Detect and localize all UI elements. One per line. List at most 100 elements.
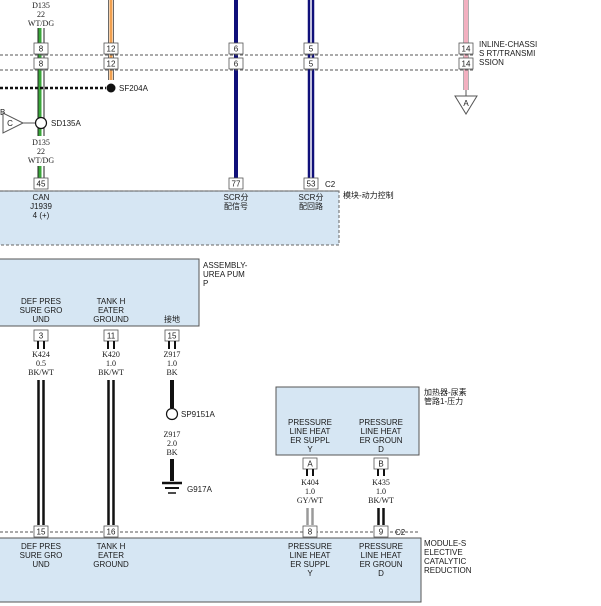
urea-pump-label-1: ASSEMBLY- [203, 261, 248, 270]
heater-pinA-label-2: LINE HEAT [290, 427, 331, 436]
inline-pin-8: 8 8 [33, 42, 49, 70]
pump-pin3-label-3: UND [32, 315, 50, 324]
pcm-connector-c2: C2 [325, 180, 336, 189]
scr-label-2: ELECTIVE [424, 548, 463, 557]
heater-pin-b: B [373, 457, 389, 470]
heater-pinB-label-2: LINE HEAT [361, 427, 402, 436]
pump-pin11-label-1: TANK H [97, 297, 126, 306]
wire-k435-gauge: 1.0 [376, 487, 386, 496]
heater-pinB-label-1: PRESSURE [359, 418, 403, 427]
svg-text:C: C [7, 119, 13, 128]
scr-label-1: MODULE-S [424, 539, 466, 548]
svg-text:45: 45 [37, 180, 46, 189]
scr-pin16-label-2: EATER [98, 551, 124, 560]
pump-pin11-label-3: GROUND [93, 315, 129, 324]
pump-pin3-label-1: DEF PRES [21, 297, 61, 306]
inline-connector-label-3: SSION [479, 58, 504, 67]
svg-text:6: 6 [234, 60, 239, 69]
pump-pin11-label-2: EATER [98, 306, 124, 315]
splice-sp9151a-circle [165, 407, 179, 421]
wire-z917-lower-circuit: Z917 [164, 430, 181, 439]
wire-k420-gauge: 1.0 [106, 359, 116, 368]
scr-pin9-label-4: D [378, 569, 384, 578]
pcm-pin53-label-1: SCR分 [299, 193, 324, 202]
reference-arrow-a: A [454, 90, 478, 115]
ground-g917a-label: G917A [187, 485, 213, 494]
svg-text:12: 12 [107, 45, 116, 54]
wire-k420-circuit: K420 [102, 350, 120, 359]
pump-pin-11: 11 [103, 329, 119, 342]
module-selective-catalytic-reduction [0, 537, 422, 603]
wire-z917-lower-color: BK [166, 448, 177, 457]
svg-text:8: 8 [39, 60, 44, 69]
scr-pin9-label-2: LINE HEAT [361, 551, 402, 560]
svg-text:14: 14 [462, 45, 471, 54]
wire-navy-scr-return [307, 0, 315, 180]
scr-label-4: REDUCTION [424, 566, 472, 575]
svg-text:8: 8 [39, 45, 44, 54]
pump-pin-3: 3 [33, 329, 49, 342]
splice-sd135a-label: SD135A [51, 119, 81, 128]
splice-sd135a-circle [34, 116, 48, 130]
scr-pin8-label-1: PRESSURE [288, 542, 332, 551]
wire-k435 [377, 508, 385, 525]
inline-pin-14: 14 14 [458, 42, 474, 70]
pcm-pin-53: 53 [303, 177, 319, 190]
pcm-pin77-label-1: SCR分 [224, 193, 249, 202]
wire-z917-lower-gauge: 2.0 [167, 439, 177, 448]
urea-pump-label-2: UREA PUM [203, 270, 245, 279]
svg-text:15: 15 [37, 528, 46, 537]
pcm-pin45-label-3: 4 (+) [33, 211, 50, 220]
scr-pin15-label-1: DEF PRES [21, 542, 61, 551]
svg-text:12: 12 [107, 60, 116, 69]
svg-text:A: A [307, 460, 313, 469]
ground-symbol [162, 481, 182, 494]
wire-z917-color: BK [166, 368, 177, 377]
svg-text:6: 6 [234, 45, 239, 54]
wire-k420-color: BK/WT [98, 368, 124, 377]
scr-pin9-label-1: PRESSURE [359, 542, 403, 551]
svg-text:14: 14 [462, 60, 471, 69]
module-urea-pump [0, 258, 200, 327]
scr-pin-15: 15 [33, 525, 49, 538]
splice-sp9151a-label: SP9151A [181, 410, 215, 419]
svg-text:A: A [463, 99, 469, 108]
wire-d135-circuit: D135 [32, 1, 50, 10]
wire-k435-color: BK/WT [368, 496, 394, 505]
scr-pin16-label-3: GROUND [93, 560, 129, 569]
heater-pin-a: A [302, 457, 318, 470]
wire-k424-gauge: 0.5 [36, 359, 46, 368]
heater-pinA-label-3: ER SUPPL [290, 436, 330, 445]
wire-d135-lower-color: WT/DG [28, 156, 54, 165]
pump-pin3-label-2: SURE GRO [20, 306, 63, 315]
pcm-pin45-label-2: J1939 [30, 202, 52, 211]
inline-pin-6: 6 6 [228, 42, 244, 70]
inline-pin-12: 12 12 [103, 42, 119, 70]
scr-pin15-label-2: SURE GRO [20, 551, 63, 560]
svg-text:77: 77 [232, 180, 241, 189]
wire-k424-color: BK/WT [28, 368, 54, 377]
pcm-pin53-label-2: 配回路 [299, 201, 323, 211]
pump-pin15-label: 接地 [164, 314, 180, 324]
heater-pinA-label-1: PRESSURE [288, 418, 332, 427]
scr-pin-9: 9 [373, 525, 389, 538]
wire-d135-lower-circuit: D135 [32, 138, 50, 147]
heater-pinB-label-3: ER GROUN [359, 436, 402, 445]
svg-text:53: 53 [307, 180, 316, 189]
wire-k404 [306, 508, 314, 525]
reference-arrow-c: C [2, 112, 35, 134]
wire-k424-circuit: K424 [32, 350, 50, 359]
wire-k404-color: GY/WT [297, 496, 323, 505]
wire-d135-color: WT/DG [28, 19, 54, 28]
heater-label-1: 加热器-尿素 [424, 387, 467, 397]
svg-text:9: 9 [379, 528, 384, 537]
inline-connector-label-2: S RT/TRANSMI [479, 49, 535, 58]
pump-pin-15: 15 [164, 329, 180, 342]
svg-text:B: B [378, 460, 383, 469]
module-powertrain-control [0, 190, 340, 246]
scr-pin8-label-2: LINE HEAT [290, 551, 331, 560]
pump-terminal-stubs [37, 341, 176, 349]
scr-pin9-label-3: ER GROUN [359, 560, 402, 569]
wire-z917-gauge: 1.0 [167, 359, 177, 368]
